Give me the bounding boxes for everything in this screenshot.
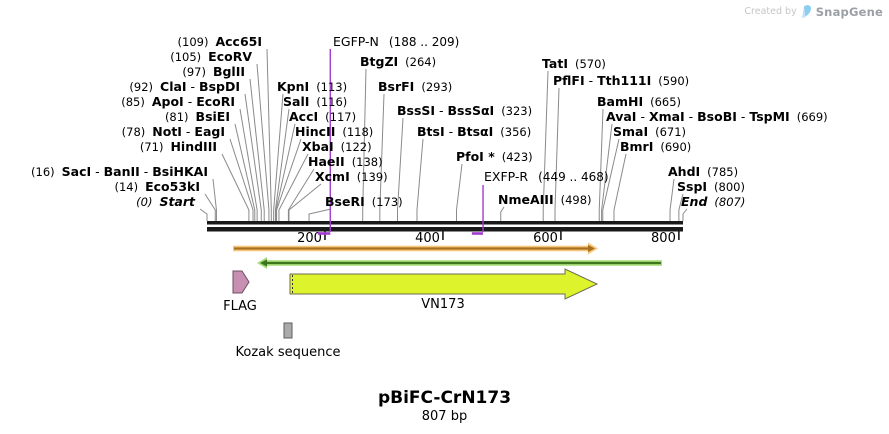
site-connector-line xyxy=(598,108,604,221)
vn173-feature-arrow xyxy=(289,268,599,300)
map-endpoint-label: (0)Start xyxy=(136,194,196,209)
enzyme-label: AvaI - XmaI - BsoBI - TspMI(669) xyxy=(606,109,828,124)
site-connector-line xyxy=(244,93,262,221)
site-connector-line xyxy=(554,87,560,221)
watermark: Created by SnapGene xyxy=(744,4,883,19)
ruler-tick-label: 400 xyxy=(415,231,440,246)
site-connector-line xyxy=(266,48,272,221)
orange-feature-arrow-core-head xyxy=(588,244,595,253)
site-connector-line xyxy=(278,153,309,221)
kozak-feature-label: Kozak sequence xyxy=(236,345,341,360)
watermark-created-by: Created by xyxy=(744,6,797,17)
plasmid-length: 807 bp xyxy=(421,409,468,424)
enzyme-label: BtsI - BtsαI(356) xyxy=(417,124,531,139)
enzyme-label: SspI(800) xyxy=(677,179,745,194)
enzyme-label: HincII(118) xyxy=(295,124,373,139)
enzyme-label: BmrI(690) xyxy=(620,139,691,154)
site-connector-line xyxy=(682,208,688,221)
site-connector-line xyxy=(379,93,385,221)
site-connector-line xyxy=(602,138,620,221)
enzyme-label: AhdI(785) xyxy=(668,164,738,179)
site-connector-line xyxy=(229,138,254,221)
site-connector-line xyxy=(221,153,250,221)
enzyme-label: BseRI(173) xyxy=(325,194,403,209)
site-connector-line xyxy=(275,123,296,221)
enzyme-label: (81)BsiEI xyxy=(165,109,230,124)
site-connector-line xyxy=(287,168,315,221)
flag-feature-label: FLAG xyxy=(223,299,257,314)
site-connector-line xyxy=(288,183,322,221)
site-connector-line xyxy=(456,163,463,221)
site-connector-line xyxy=(362,68,367,221)
enzyme-label: XcmI(139) xyxy=(315,169,388,184)
map-endpoint-label: End(807) xyxy=(681,194,745,209)
enzyme-label: TatI(570) xyxy=(542,56,606,71)
flag-feature-arrow xyxy=(232,270,250,294)
enzyme-label: KpnI(113) xyxy=(277,79,347,94)
site-connector-line xyxy=(239,108,258,221)
enzyme-label: SmaI(671) xyxy=(613,124,686,139)
enzyme-label: BsrFI(293) xyxy=(378,79,452,94)
kozak-feature-box xyxy=(283,322,293,339)
site-connector-line xyxy=(276,138,302,221)
ruler-tick-label: 200 xyxy=(297,231,322,246)
enzyme-label: BtgZI(264) xyxy=(360,54,436,69)
site-connector-line xyxy=(613,153,627,221)
enzyme-label: (109)Acc65I xyxy=(178,34,262,49)
enzyme-label: (97)BglII xyxy=(182,64,245,79)
watermark-brand: SnapGene xyxy=(815,4,883,19)
enzyme-label: AccI(117) xyxy=(289,109,356,124)
title-block: pBiFC-CrN173 807 bp xyxy=(0,389,889,425)
ruler-bar-bottom xyxy=(207,227,683,232)
enzyme-label: (85)ApoI - EcoRI xyxy=(121,94,235,109)
enzyme-label: (71)HindIII xyxy=(140,139,217,154)
site-connector-line xyxy=(416,138,424,221)
site-connector-line xyxy=(397,117,404,221)
enzyme-label: (78)NotI - EagI xyxy=(122,124,225,139)
site-connector-line xyxy=(212,178,217,221)
site-connector-line xyxy=(601,123,613,221)
ruler-tick-label: 800 xyxy=(651,231,676,246)
vn173-feature-label: VN173 xyxy=(421,297,464,312)
enzyme-label: HaeII(138) xyxy=(308,154,383,169)
site-connector-line xyxy=(234,123,256,221)
site-connector-line xyxy=(274,108,290,221)
enzyme-label: PfoI *(423) xyxy=(456,149,533,164)
enzyme-label: BamHI(665) xyxy=(597,94,681,109)
enzyme-label: XbaI(122) xyxy=(302,139,372,154)
ruler-tick-label: 600 xyxy=(533,231,558,246)
site-connector-line xyxy=(273,93,284,221)
green-feature-arrow-core-head xyxy=(260,259,267,267)
enzyme-label: PflFI - Tth111I(590) xyxy=(553,73,689,88)
primer-label: EXFP-R(449 .. 468) xyxy=(484,169,609,184)
primer-label: EGFP-N(188 .. 209) xyxy=(333,34,459,49)
enzyme-label: NmeAIII(498) xyxy=(498,192,592,207)
enzyme-label: BssSI - BssSαI(323) xyxy=(397,103,532,118)
site-connector-line xyxy=(204,193,216,221)
enzyme-label: SalI(116) xyxy=(283,94,347,109)
ruler-bar-top xyxy=(207,221,683,225)
site-connector-line xyxy=(199,208,208,221)
plasmid-title: pBiFC-CrN173 xyxy=(377,388,512,408)
site-connector-line xyxy=(542,70,549,221)
site-connector-line xyxy=(249,78,265,221)
site-connector-line xyxy=(500,206,505,221)
enzyme-label: (16)SacI - BanII - BsiHKAI xyxy=(31,164,208,179)
enzyme-label: (14)Eco53kI xyxy=(114,179,200,194)
snapgene-logo-icon xyxy=(801,5,811,18)
enzyme-label: (92)ClaI - BspDI xyxy=(129,79,240,94)
site-connector-line xyxy=(669,178,675,221)
site-connector-line xyxy=(308,208,332,221)
enzyme-label: (105)EcoRV xyxy=(170,49,252,64)
site-connector-line xyxy=(678,193,684,221)
site-connector-line xyxy=(256,63,270,221)
